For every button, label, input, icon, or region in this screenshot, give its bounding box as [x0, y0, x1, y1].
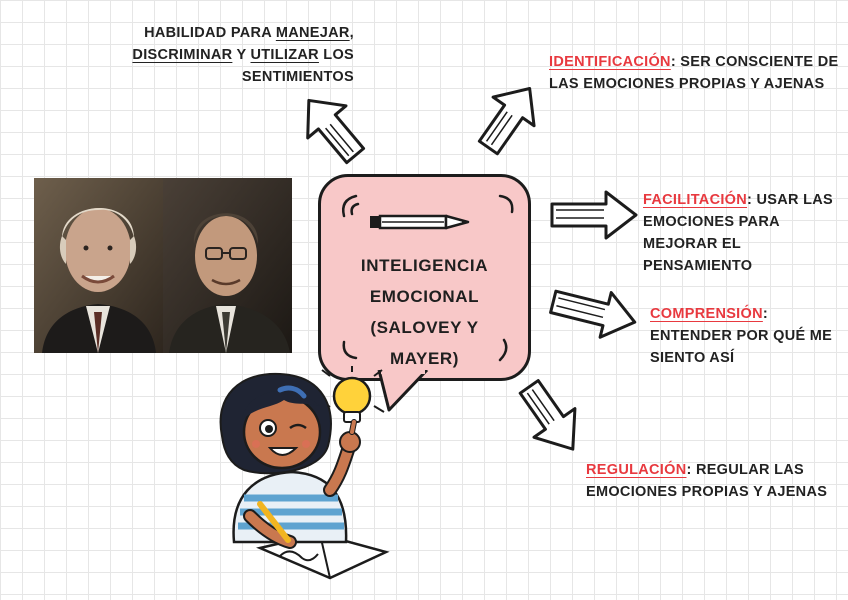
sentimientos-word: SENTIMIENTOS — [241, 69, 354, 85]
pencil-icon — [370, 214, 470, 230]
title-line-2: EMOCIONAL — [369, 287, 480, 306]
discriminar-word: DISCRIMINAR — [132, 47, 233, 63]
arrow-right-facilitacion — [550, 190, 638, 240]
bubble-decorations — [342, 194, 514, 362]
branch-identificacion: IDENTIFICACIÓN: SER CONSCIENTE DE LAS EM… — [549, 51, 839, 95]
title-line-4: MAYER) — [389, 349, 460, 368]
utilizar-word: UTILIZAR — [250, 47, 319, 63]
arrow-down-right — [518, 379, 577, 451]
facilitacion-keyword: FACILITACIÓN — [643, 192, 748, 208]
regulacion-description: : REGULAR LAS EMOCIONES PROPIAS Y AJENAS — [586, 462, 828, 500]
arrow-up-left — [306, 98, 366, 165]
definition-text: HABILIDAD PARA — [144, 25, 276, 41]
y-word: Y — [232, 47, 251, 63]
central-speech-bubble — [318, 174, 531, 381]
comprension-colon: : — [762, 306, 769, 322]
comma: , — [349, 25, 354, 41]
branch-facilitacion: FACILITACIÓN: USAR LAS EMOCIONES PARA ME… — [643, 189, 843, 277]
branch-regulacion: REGULACIÓN: REGULAR LAS EMOCIONES PROPIA… — [586, 459, 841, 503]
los-word: LOS — [318, 47, 354, 63]
comprension-keyword: COMPRENSIÓN — [650, 306, 763, 322]
comprension-description: ENTENDER POR QUÉ ME SIENTO ASÍ — [650, 328, 833, 366]
facilitacion-description: : USAR LAS EMOCIONES PARA MEJORAR EL PEN… — [643, 192, 834, 274]
girl-with-idea-illustration — [219, 366, 390, 580]
title-line-3: (SALOVEY Y — [370, 318, 479, 337]
identificacion-keyword: IDENTIFICACIÓN — [549, 54, 671, 70]
top-left-definition: HABILIDAD PARA MANEJAR, DISCRIMINAR Y UT… — [108, 22, 354, 88]
arrow-up-right — [477, 87, 536, 156]
manejar-word: MANEJAR — [275, 25, 350, 41]
regulacion-keyword: REGULACIÓN — [586, 462, 687, 478]
bubble-tail — [377, 370, 429, 412]
title-line-1: INTELIGENCIA — [360, 256, 489, 275]
branch-comprension: COMPRENSIÓN: ENTENDER POR QUÉ ME SIENTO A… — [650, 303, 845, 369]
central-title: INTELIGENCIA EMOCIONAL (SALOVEY Y MAYER) — [318, 250, 531, 374]
researchers-photo — [34, 178, 292, 353]
lightbulb-icon — [319, 366, 385, 423]
arrow-right-comprension — [549, 289, 637, 339]
identificacion-description: : SER CONSCIENTE DE LAS EMOCIONES PROPIA… — [549, 54, 839, 92]
